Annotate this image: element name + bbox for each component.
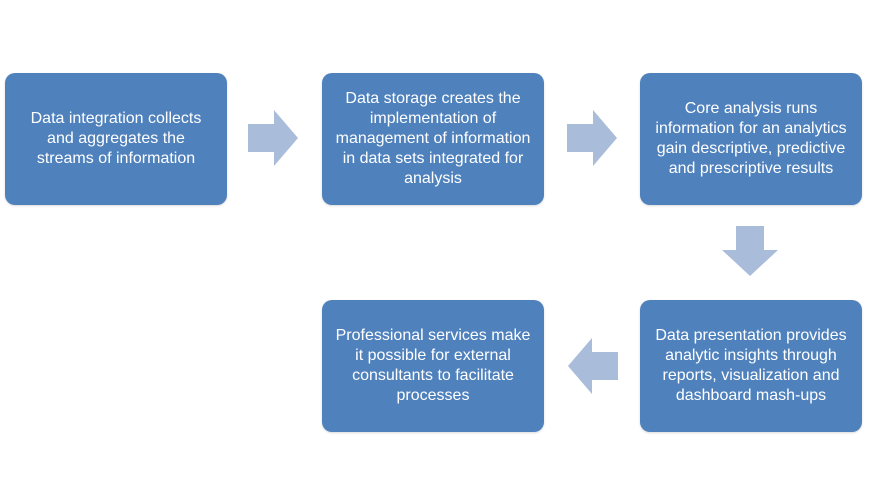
step-professional-services: Professional services make it possible f…: [322, 300, 544, 432]
arrow-down-icon: [722, 226, 778, 276]
step-data-presentation-text: Data presentation provides analytic insi…: [655, 327, 847, 404]
step-professional-services-text: Professional services make it possible f…: [335, 327, 531, 404]
step-data-integration: Data integration collects and aggregates…: [5, 73, 227, 205]
step-data-integration-text: Data integration collects and aggregates…: [30, 110, 202, 167]
step-data-storage: Data storage creates the implementation …: [322, 73, 544, 205]
step-data-storage-text: Data storage creates the implementation …: [335, 90, 531, 187]
step-core-analysis: Core analysis runs information for an an…: [640, 73, 862, 205]
step-data-presentation: Data presentation provides analytic insi…: [640, 300, 862, 432]
arrow-right-icon: [248, 110, 298, 166]
arrow-left-icon: [568, 338, 618, 394]
arrow-right-icon: [567, 110, 617, 166]
step-core-analysis-text: Core analysis runs information for an an…: [655, 100, 847, 177]
